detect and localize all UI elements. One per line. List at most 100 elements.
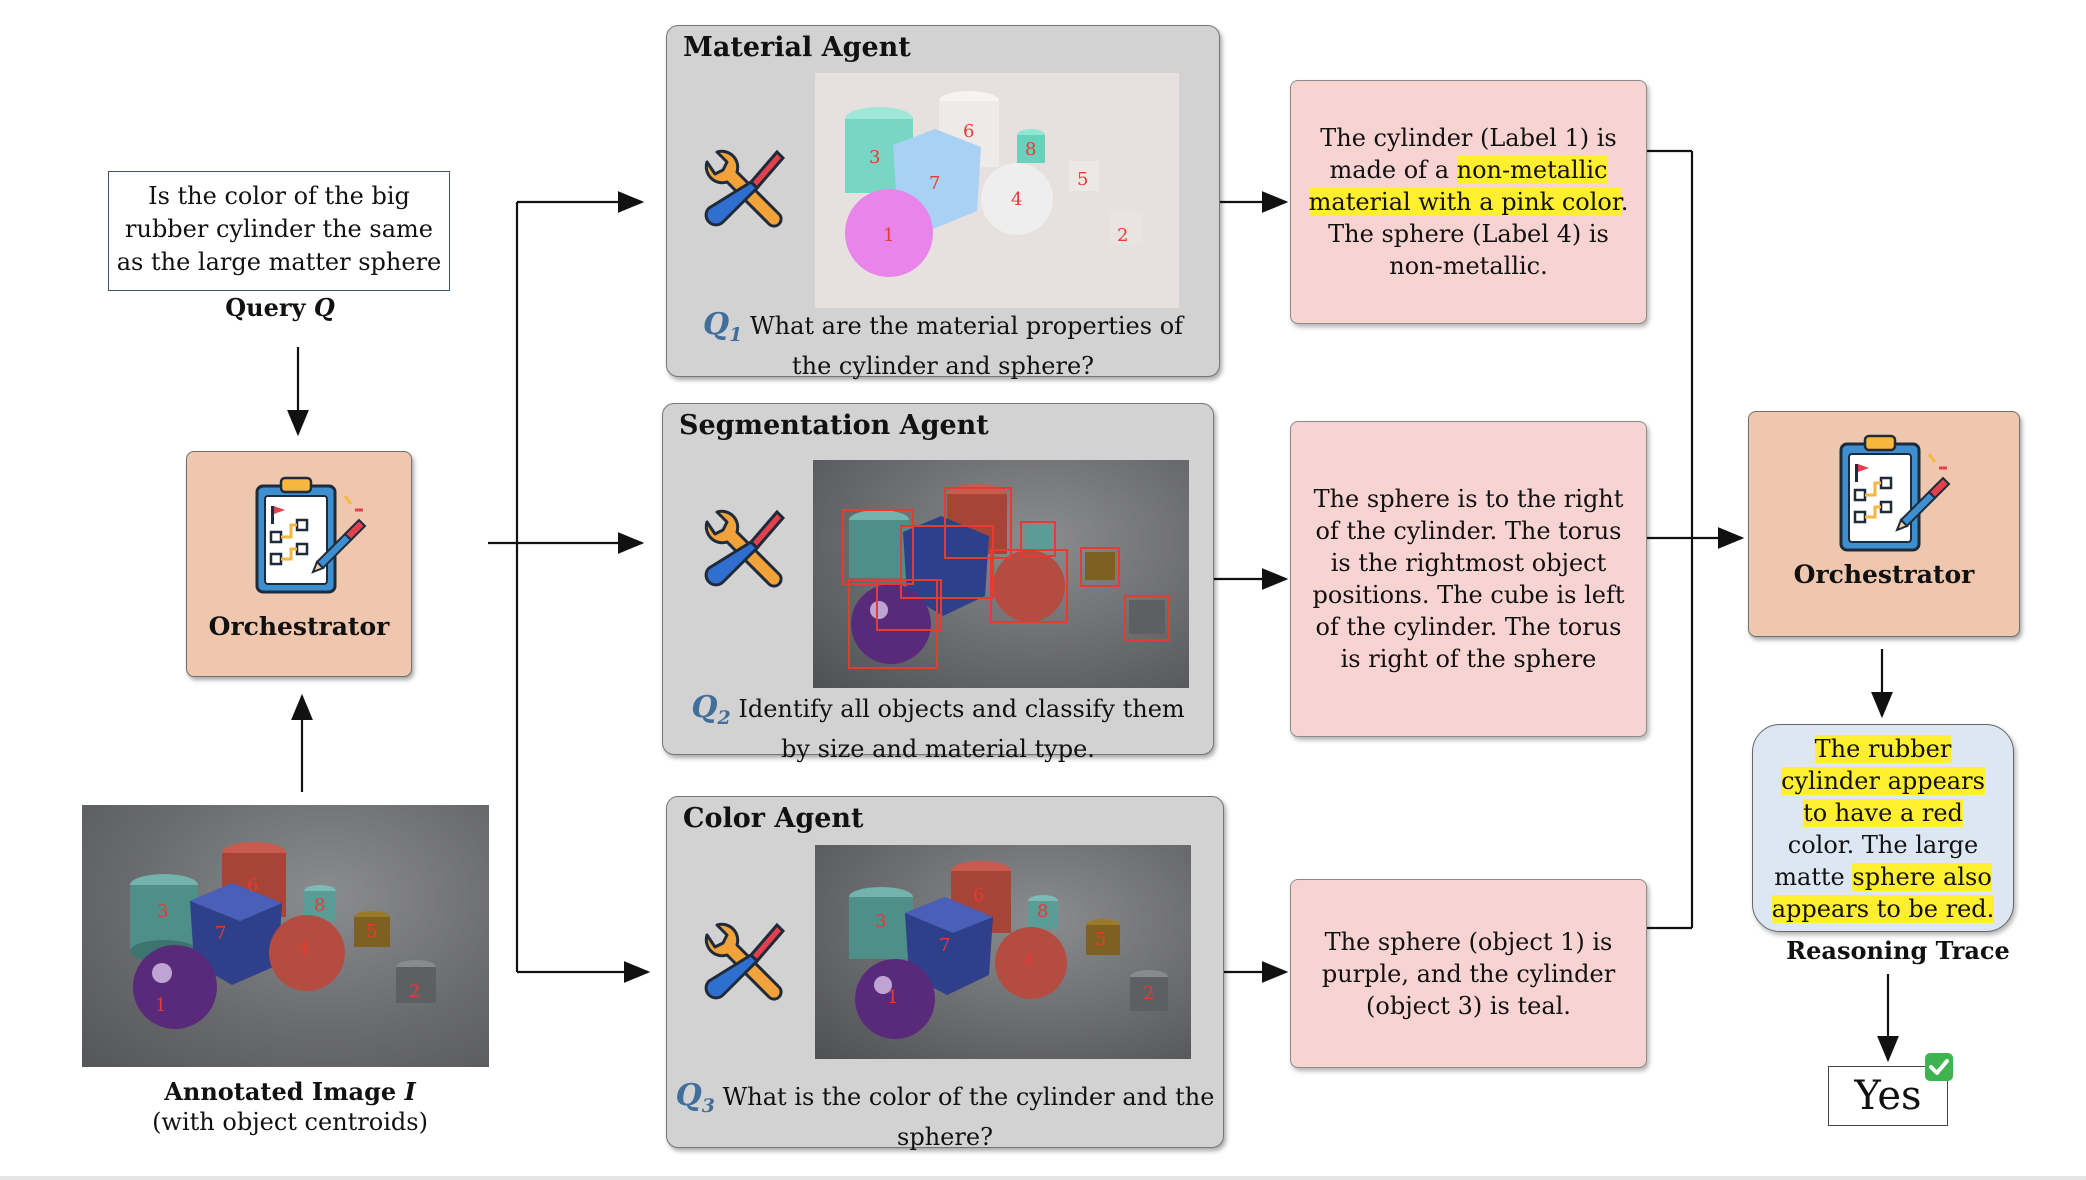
object-label: 6 bbox=[973, 885, 985, 906]
image-symbol: I bbox=[404, 1077, 416, 1106]
bottom-divider bbox=[0, 1176, 2086, 1180]
response-text: . bbox=[1620, 188, 1629, 216]
object-label: 8 bbox=[1025, 139, 1037, 160]
query-label-q2: Q2 bbox=[691, 690, 731, 729]
response-highlight: material with a pink color bbox=[1308, 188, 1621, 216]
object-label: 8 bbox=[1037, 901, 1049, 922]
object-label: 7 bbox=[939, 935, 951, 956]
material-agent-panel: Material Agent 3 6 8 7 4 5 1 2 Q1 What a… bbox=[666, 25, 1220, 380]
response-line: non-metallic. bbox=[1389, 252, 1548, 280]
object-label: 3 bbox=[157, 901, 169, 922]
color-agent-panel: Color Agent 3 6 8 7 4 5 1 2 bbox=[666, 796, 1224, 1151]
annotated-image: 1 3 4 5 6 7 8 2 bbox=[82, 805, 489, 1067]
reasoning-trace-caption: Reasoning Trace bbox=[1786, 936, 2010, 965]
agent-query-line1: Identify all objects and classify them bbox=[738, 695, 1185, 723]
object-label: 2 bbox=[1143, 983, 1155, 1004]
response-text: made of a bbox=[1329, 156, 1457, 184]
object-label: 2 bbox=[1117, 225, 1129, 246]
response-line: positions. The cube is left bbox=[1312, 581, 1625, 609]
color-image: 3 6 8 7 4 5 1 2 bbox=[815, 845, 1191, 1059]
check-mark-icon bbox=[1925, 1053, 1953, 1081]
object-label: 2 bbox=[409, 981, 421, 1002]
object-label: 1 bbox=[883, 225, 895, 246]
response-line: of the cylinder. The torus bbox=[1315, 613, 1622, 641]
response-line: The cylinder (Label 1) is bbox=[1320, 124, 1617, 152]
agent-query: Q3 What is the color of the cylinder and… bbox=[667, 1080, 1223, 1153]
object-label: 4 bbox=[1023, 951, 1035, 972]
query-caption: Query Q bbox=[160, 293, 400, 322]
query-label-q3: Q3 bbox=[675, 1078, 715, 1117]
agent-query-line2: sphere? bbox=[897, 1123, 993, 1151]
query-line: as the large matter sphere bbox=[116, 248, 442, 276]
segmentation-image bbox=[813, 460, 1189, 688]
object-label: 3 bbox=[869, 147, 881, 168]
agent-query: Q1 What are the material properties of t… bbox=[667, 309, 1219, 382]
trace-highlight: to have a red bbox=[1803, 799, 1963, 827]
image-caption: Annotated Image I (with object centroids… bbox=[60, 1076, 520, 1138]
orchestrator-label: Orchestrator bbox=[208, 612, 390, 641]
segmentation-response: The sphere is to the right of the cylind… bbox=[1290, 421, 1647, 737]
agent-query-line1: What is the color of the cylinder and th… bbox=[722, 1083, 1215, 1111]
color-scene bbox=[849, 861, 1168, 1039]
response-line: The sphere is to the right bbox=[1313, 485, 1624, 513]
clipboard-checklist-icon bbox=[255, 476, 367, 594]
agent-title: Segmentation Agent bbox=[679, 410, 989, 441]
agent-query: Q2 Identify all objects and classify the… bbox=[663, 692, 1213, 765]
orchestrator-right: Orchestrator bbox=[1748, 411, 2020, 637]
response-line: is right of the sphere bbox=[1340, 645, 1597, 673]
reasoning-trace-box: The rubber cylinder appears to have a re… bbox=[1752, 724, 2014, 932]
orchestrator-label: Orchestrator bbox=[1793, 560, 1975, 589]
response-line: is the rightmost object bbox=[1330, 549, 1607, 577]
object-label: 4 bbox=[1011, 189, 1023, 210]
object-label: 6 bbox=[247, 875, 259, 896]
scene-render bbox=[130, 842, 436, 1029]
query-caption-text: Query bbox=[225, 293, 306, 322]
response-line: of the cylinder. The torus bbox=[1315, 517, 1622, 545]
material-scene bbox=[845, 91, 1143, 277]
segmentation-agent-panel: Segmentation Agent bbox=[662, 403, 1214, 763]
query-symbol: Q bbox=[313, 293, 335, 322]
material-depth-image: 3 6 8 7 4 5 1 2 bbox=[815, 73, 1179, 308]
query-line: Is the color of the big bbox=[148, 182, 410, 210]
agent-title: Material Agent bbox=[683, 32, 911, 63]
response-line: The sphere (Label 4) is bbox=[1328, 220, 1609, 248]
object-label: 6 bbox=[963, 121, 975, 142]
agent-title: Color Agent bbox=[683, 803, 864, 834]
final-answer: Yes bbox=[1828, 1066, 1948, 1126]
trace-highlight: sphere also bbox=[1852, 863, 1992, 891]
object-label: 7 bbox=[215, 923, 227, 944]
object-label: 4 bbox=[298, 939, 310, 960]
color-response: The sphere (object 1) is purple, and the… bbox=[1290, 879, 1647, 1068]
query-label-q1: Q1 bbox=[702, 307, 743, 346]
image-caption-line1: Annotated Image bbox=[164, 1077, 397, 1106]
object-label: 1 bbox=[887, 987, 899, 1008]
agent-query-line2: the cylinder and sphere? bbox=[791, 352, 1095, 380]
query-line: rubber cylinder the same bbox=[125, 215, 433, 243]
trace-highlight: appears to be red. bbox=[1771, 895, 1995, 923]
object-label: 3 bbox=[875, 911, 887, 932]
tools-icon bbox=[704, 922, 786, 1001]
segmentation-scene bbox=[842, 484, 1170, 669]
tools-icon bbox=[704, 149, 786, 228]
image-caption-line2: (with object centroids) bbox=[152, 1108, 428, 1136]
orchestrator-left: Orchestrator bbox=[186, 451, 412, 677]
response-line: The sphere (object 1) is bbox=[1324, 927, 1613, 956]
clipboard-checklist-icon bbox=[1839, 434, 1951, 552]
object-label: 5 bbox=[1095, 929, 1107, 950]
response-line: (object 3) is teal. bbox=[1366, 991, 1571, 1020]
object-label: 7 bbox=[929, 173, 941, 194]
object-label: 5 bbox=[1077, 169, 1089, 190]
tools-icon bbox=[704, 509, 786, 588]
query-box: Is the color of the big rubber cylinder … bbox=[108, 171, 450, 291]
object-label: 5 bbox=[366, 921, 378, 942]
agent-query-line2: by size and material type. bbox=[781, 735, 1095, 763]
object-label: 1 bbox=[155, 995, 167, 1016]
agent-query-line1: What are the material properties of bbox=[749, 312, 1184, 340]
trace-line: color. The large bbox=[1787, 831, 1979, 859]
trace-highlight: cylinder appears bbox=[1781, 767, 1985, 795]
object-label: 8 bbox=[314, 895, 326, 916]
trace-text: matte bbox=[1774, 863, 1853, 891]
trace-highlight: The rubber bbox=[1814, 735, 1952, 763]
material-response: The cylinder (Label 1) is made of a non-… bbox=[1290, 80, 1647, 324]
response-highlight: non-metallic bbox=[1456, 156, 1608, 184]
